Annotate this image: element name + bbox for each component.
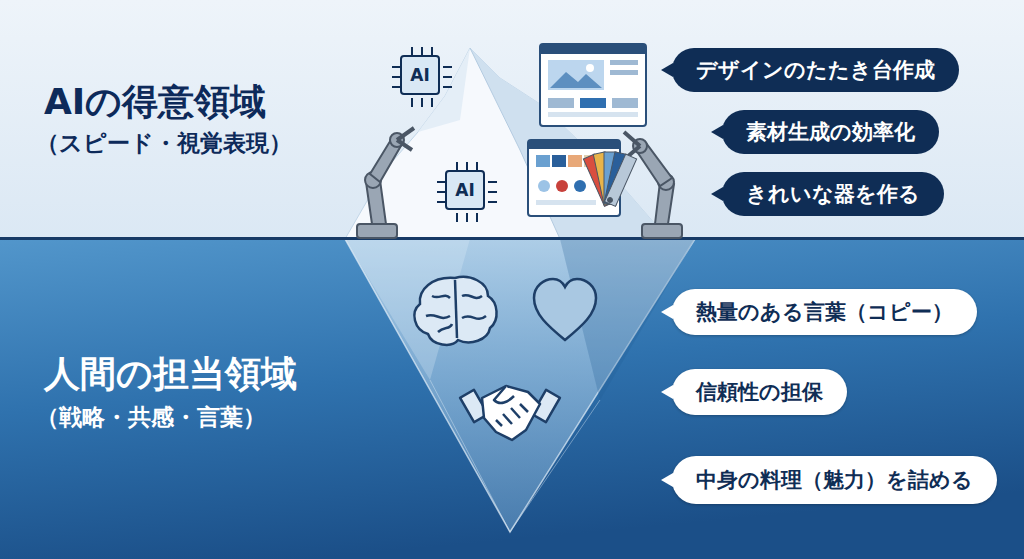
region-heading: 人間の担当領域 <box>44 350 297 399</box>
color-palette-fan <box>605 154 637 206</box>
chip-pin <box>466 213 468 222</box>
web-mockup-colors <box>528 140 620 216</box>
web-mockup-colors <box>552 155 566 167</box>
node-text: 中身の料理（魅力）を詰める <box>696 466 973 494</box>
node-text: 信頼性の担保 <box>696 378 823 406</box>
region-heading: AIの得意領域 <box>44 78 266 127</box>
waterline <box>0 237 1024 240</box>
chip-pin <box>456 213 458 222</box>
brain-icon <box>414 277 496 345</box>
iceberg-underwater <box>430 380 600 532</box>
node-text: AI <box>455 180 474 200</box>
chip-pin <box>431 47 433 56</box>
chip-pin <box>466 162 468 171</box>
chip-pin <box>411 47 413 56</box>
brain-icon <box>462 316 486 319</box>
brain-icon <box>455 280 457 338</box>
callout-pill: デザインのたたき台作成 <box>672 48 959 92</box>
web-mockup-colors <box>568 155 582 167</box>
waterline <box>0 237 1024 240</box>
chip-pin <box>488 181 497 183</box>
node-text: 熱量のある言葉（コピー） <box>696 298 953 326</box>
web-mockup-colors <box>536 155 550 167</box>
chip-pin <box>456 162 458 171</box>
node-text: デザインのたたき台作成 <box>696 56 935 84</box>
handshake-icon <box>496 404 528 426</box>
chip-pin <box>392 66 401 68</box>
ai-chip: AI <box>400 55 440 95</box>
iceberg-underwater <box>345 239 695 532</box>
node-text: きれいな器を作る <box>746 180 920 208</box>
chip-pin <box>437 201 446 203</box>
chip-pin <box>421 47 423 56</box>
chip-pin <box>476 213 478 222</box>
handshake-icon <box>482 386 540 440</box>
web-mockup-top <box>580 98 606 108</box>
chip-pin <box>443 76 452 78</box>
brain-icon <box>426 315 450 318</box>
chip-pin <box>443 86 452 88</box>
chip-pin <box>437 181 446 183</box>
callout-pill: 信頼性の担保 <box>672 369 847 415</box>
web-mockup-colors <box>528 140 620 216</box>
chip-pin <box>392 76 401 78</box>
node-text: AI <box>410 65 429 85</box>
robot-arm-left <box>357 224 397 238</box>
web-mockup-top <box>610 70 638 75</box>
heart-icon <box>534 279 596 340</box>
callout-pill: 熱量のある言葉（コピー） <box>672 289 977 335</box>
water-ground <box>0 239 1024 559</box>
web-mockup-top <box>540 44 646 126</box>
iceberg-underwater <box>345 239 695 532</box>
chip-pin <box>411 98 413 107</box>
chip-pin <box>443 66 452 68</box>
web-mockup-top <box>610 60 638 65</box>
web-mockup-colors <box>574 180 586 192</box>
sky-ground <box>0 0 1024 239</box>
callout-pill: きれいな器を作る <box>722 172 944 216</box>
web-mockup-top <box>550 72 602 88</box>
chip-pin <box>392 86 401 88</box>
water-ground <box>0 239 1024 559</box>
callout-pill: 素材生成の効率化 <box>722 110 939 154</box>
color-palette-fan <box>583 152 636 207</box>
chip-pin <box>431 98 433 107</box>
web-mockup-top <box>540 44 646 54</box>
brain-icon <box>414 277 496 345</box>
handshake-icon <box>460 386 560 440</box>
robot-arm-right <box>642 224 682 238</box>
web-mockup-colors <box>536 200 596 205</box>
region-subheading: （スピード・視覚表現） <box>36 128 292 159</box>
node-text: 素材生成の効率化 <box>746 118 915 146</box>
chip-pin <box>476 162 478 171</box>
callout-pill: 中身の料理（魅力）を詰める <box>672 456 997 504</box>
brain-icon <box>438 324 452 332</box>
web-mockup-top <box>540 44 646 126</box>
web-mockup-top <box>586 64 594 72</box>
sky-ground <box>0 0 1024 239</box>
robot-arm-right <box>624 132 682 238</box>
robot-arm-left <box>357 128 414 238</box>
handshake-icon <box>494 386 514 403</box>
region-subheading: （戦略・共感・言葉） <box>36 402 266 433</box>
web-mockup-colors <box>556 180 568 192</box>
web-mockup-top <box>548 98 574 108</box>
web-mockup-colors <box>528 140 620 149</box>
chip-pin <box>421 98 423 107</box>
chip-pin <box>488 191 497 193</box>
brain-icon <box>462 295 482 298</box>
robot-arm-left <box>397 128 414 150</box>
chip-pin <box>488 201 497 203</box>
web-mockup-top <box>612 98 638 108</box>
color-palette-fan <box>608 198 613 203</box>
ai-chip: AI <box>445 170 485 210</box>
chip-pin <box>437 191 446 193</box>
web-mockup-colors <box>538 180 550 192</box>
web-mockup-top <box>548 60 604 90</box>
heart-icon <box>534 279 596 340</box>
web-mockup-top <box>548 112 638 117</box>
brain-icon <box>432 296 450 298</box>
